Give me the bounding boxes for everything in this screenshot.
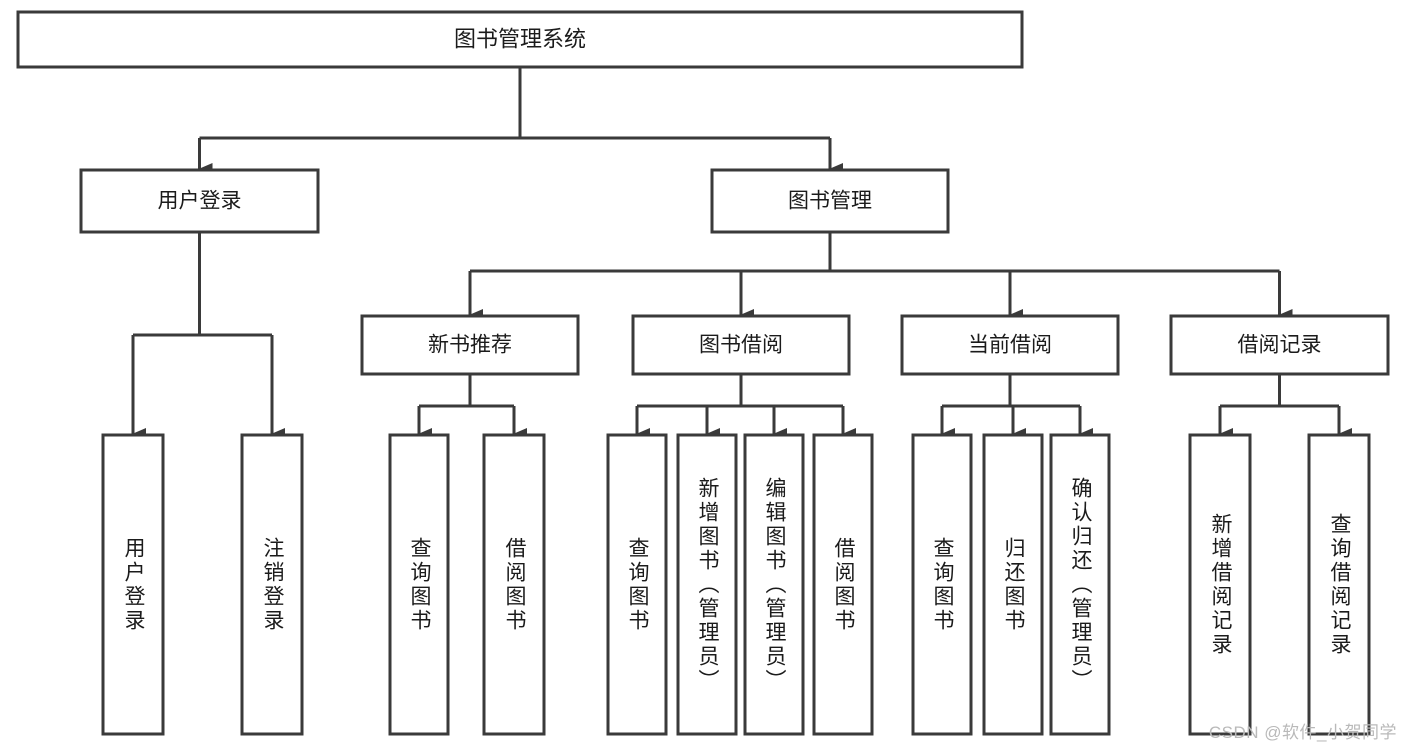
leaf-node-5[interactable]: [676, 433, 738, 736]
leaf-node-0[interactable]: [101, 433, 165, 736]
leaf-node-10[interactable]: [1049, 433, 1111, 736]
node-l2-用户登录[interactable]: [79, 168, 320, 234]
leaf-node-11[interactable]: [1188, 433, 1252, 736]
node-l3-新书推荐-label: 新书推荐: [428, 334, 512, 357]
boxes-layer: [16, 10, 1390, 736]
leaf-node-7[interactable]: [812, 433, 874, 736]
node-l3-借阅记录-label: 借阅记录: [1238, 334, 1322, 357]
node-l2-用户登录-label: 用户登录: [158, 190, 242, 213]
leaf-node-3[interactable]: [482, 433, 546, 736]
leaf-node-6[interactable]: [743, 433, 805, 736]
leaf-node-12[interactable]: [1307, 433, 1371, 736]
node-l3-新书推荐[interactable]: [360, 314, 580, 376]
connectors-layer: [131, 67, 1352, 440]
leaf-node-8[interactable]: [911, 433, 973, 736]
node-l3-当前借阅[interactable]: [900, 314, 1120, 376]
node-l3-图书借阅-label: 图书借阅: [699, 334, 783, 357]
csdn-watermark: CSDN @软件_小贺同学: [1208, 723, 1397, 742]
node-l2-图书管理-label: 图书管理: [788, 190, 872, 213]
node-root-图书管理系统-label: 图书管理系统: [454, 26, 586, 51]
node-l3-借阅记录[interactable]: [1169, 314, 1390, 376]
leaf-node-2[interactable]: [388, 433, 450, 736]
leaf-node-1[interactable]: [240, 433, 304, 736]
node-l3-图书借阅[interactable]: [631, 314, 851, 376]
node-l2-图书管理[interactable]: [710, 168, 950, 234]
leaf-node-4[interactable]: [606, 433, 668, 736]
leaf-node-9[interactable]: [982, 433, 1044, 736]
node-l3-当前借阅-label: 当前借阅: [968, 334, 1052, 357]
node-root-图书管理系统[interactable]: [16, 10, 1024, 69]
